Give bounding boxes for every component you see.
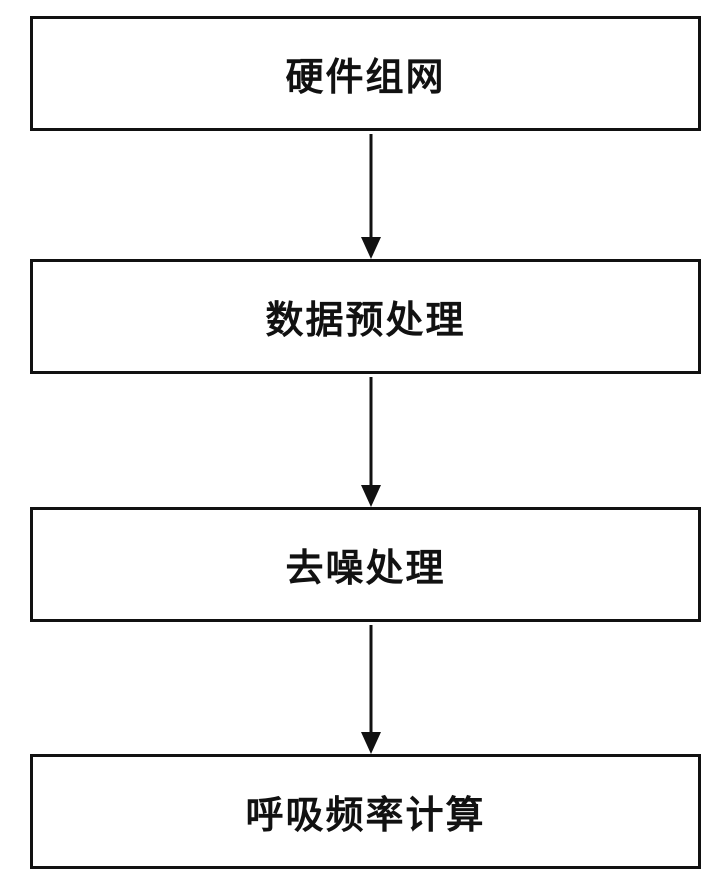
- arrow-1-to-2: [361, 134, 381, 259]
- arrow-3-to-4: [361, 625, 381, 754]
- arrow-2-to-3: [361, 377, 381, 507]
